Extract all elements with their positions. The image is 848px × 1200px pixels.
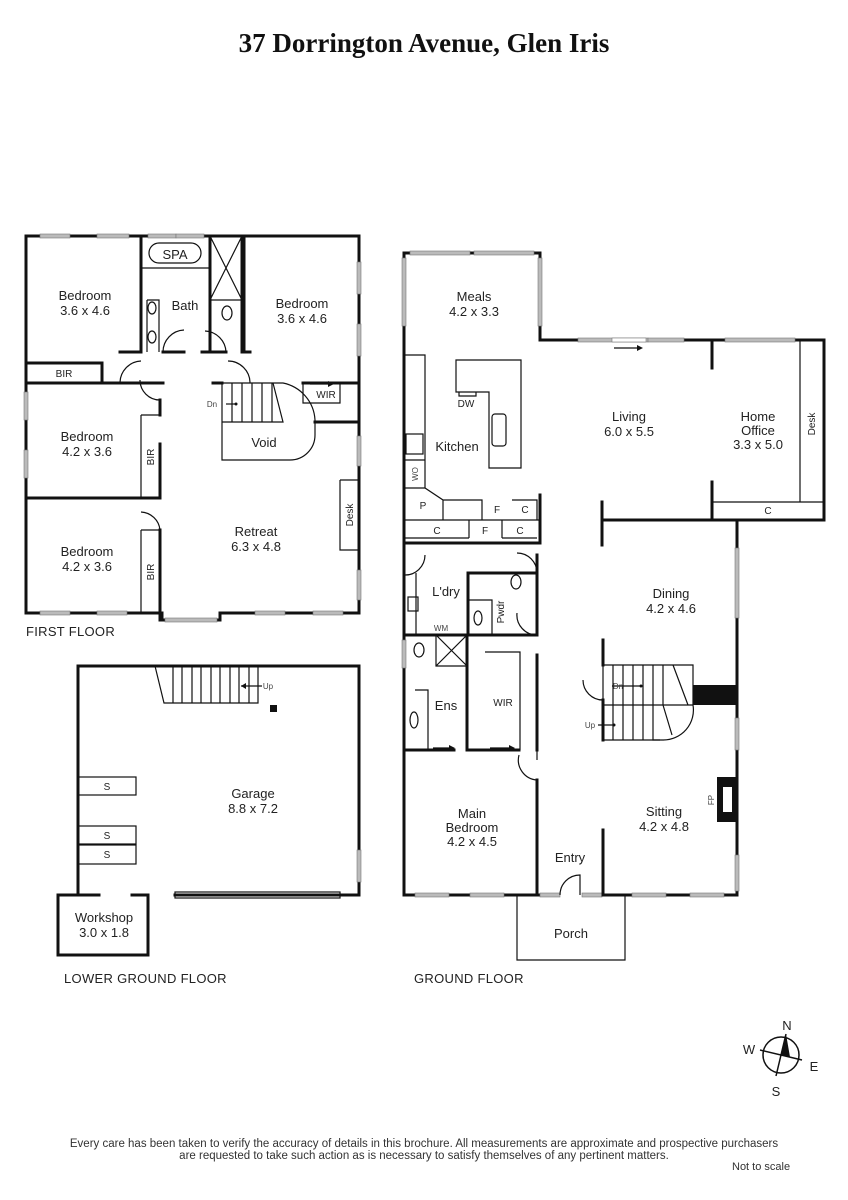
bir-label: BIR — [56, 369, 73, 380]
void-label: Void — [251, 435, 276, 450]
wir-label: WIR — [316, 390, 335, 401]
room-name: Bedroom — [446, 820, 499, 835]
stairs-down-label: Dn — [613, 682, 623, 691]
room-name: Garage — [231, 786, 274, 801]
laundry-label: L'dry — [432, 584, 460, 599]
room-name: Bedroom — [61, 544, 114, 559]
room-size: 6.3 x 4.8 — [231, 539, 281, 554]
north-arrow-icon — [781, 1034, 790, 1057]
oven-label: WO — [411, 467, 420, 481]
lower-ground-floor-plan: S S S Up Garage 8.8 x 7.2 Workshop 3.0 x… — [56, 664, 362, 986]
room-size: 4.2 x 3.6 — [62, 444, 112, 459]
shelf-label: S — [104, 782, 111, 793]
room-name: Retreat — [235, 524, 278, 539]
room-name: Main — [458, 806, 486, 821]
room-size: 3.6 x 4.6 — [277, 311, 327, 326]
stairs-up-label: Up — [263, 682, 274, 691]
bir-label: BIR — [146, 449, 157, 466]
fridge-label: F — [494, 505, 500, 516]
fireplace-label: FP — [707, 795, 716, 805]
room-size: 3.3 x 5.0 — [733, 437, 783, 452]
floor-label: LOWER GROUND FLOOR — [64, 971, 227, 986]
ensuite-label: Ens — [435, 698, 458, 713]
cupboard-label: C — [433, 526, 440, 537]
entry-label: Entry — [555, 850, 586, 865]
cupboard-label: C — [516, 526, 523, 537]
room-name: Sitting — [646, 804, 682, 819]
room-size: 4.2 x 4.5 — [447, 834, 497, 849]
scale-note: Not to scale — [732, 1161, 791, 1173]
compass-west: W — [743, 1042, 756, 1057]
pantry-label: P — [420, 501, 427, 512]
room-size: 3.0 x 1.8 — [79, 925, 129, 940]
room-size: 4.2 x 3.6 — [62, 559, 112, 574]
page-title: 37 Dorrington Avenue, Glen Iris — [238, 28, 610, 58]
room-name: Bedroom — [59, 288, 112, 303]
compass: N E S W — [743, 1018, 819, 1099]
desk-label: Desk — [807, 412, 818, 436]
desk-label: Desk — [345, 503, 356, 527]
floor-label: GROUND FLOOR — [414, 971, 524, 986]
stairs-down-label: Dn — [207, 400, 217, 409]
kitchen-label: Kitchen — [435, 439, 478, 454]
room-name: Home — [741, 409, 776, 424]
room-name: Living — [612, 409, 646, 424]
room-name: Dining — [653, 586, 690, 601]
room-size: 6.0 x 5.5 — [604, 424, 654, 439]
shelf-label: S — [104, 850, 111, 861]
washing-machine-label: WM — [434, 624, 449, 633]
dishwasher-label: DW — [458, 399, 475, 410]
spa-label: SPA — [162, 247, 187, 262]
fridge-label: F — [482, 526, 488, 537]
room-size: 4.2 x 3.3 — [449, 304, 499, 319]
shelf-label: S — [104, 831, 111, 842]
compass-north: N — [782, 1018, 791, 1033]
porch-label: Porch — [554, 926, 588, 941]
room-size: 3.6 x 4.6 — [60, 303, 110, 318]
ground-floor-plan: Meals 4.2 x 3.3 Living 6.0 x 5.5 Home Of… — [401, 250, 826, 986]
disclaimer-line: Every care has been taken to verify the … — [69, 1138, 779, 1150]
compass-east: E — [810, 1059, 819, 1074]
bath-label: Bath — [172, 298, 199, 313]
bir-label: BIR — [146, 564, 157, 581]
disclaimer: Every care has been taken to verify the … — [0, 1138, 848, 1162]
floor-label: FIRST FLOOR — [26, 624, 115, 639]
room-size: 8.8 x 7.2 — [228, 801, 278, 816]
room-name: Meals — [457, 289, 492, 304]
disclaimer-line: are requested to take such action as is … — [179, 1150, 669, 1162]
first-floor-plan: Bedroom 3.6 x 4.6 Bedroom 3.6 x 4.6 Bedr… — [23, 233, 362, 639]
room-name: Bedroom — [276, 296, 329, 311]
room-name: Office — [741, 423, 775, 438]
room-size: 4.2 x 4.8 — [639, 819, 689, 834]
cupboard-label: C — [764, 506, 771, 517]
stairs-up-label: Up — [585, 721, 596, 730]
room-name: Workshop — [75, 910, 133, 925]
room-name: Bedroom — [61, 429, 114, 444]
cupboard-label: C — [521, 505, 528, 516]
powder-room-label: Pwdr — [496, 600, 507, 623]
wir-label: WIR — [493, 698, 512, 709]
compass-south: S — [772, 1084, 781, 1099]
room-size: 4.2 x 4.6 — [646, 601, 696, 616]
